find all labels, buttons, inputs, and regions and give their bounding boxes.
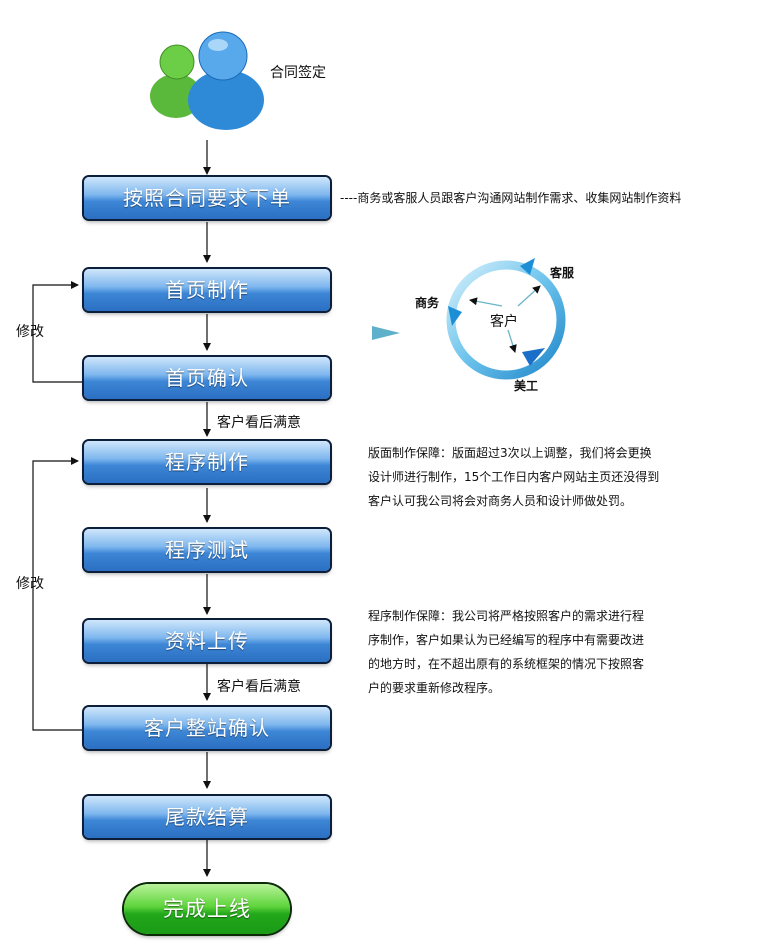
satisfied-label-2: 客户看后满意 <box>217 679 301 695</box>
step-homepage-confirm: 首页确认 <box>84 357 330 399</box>
step-place-order: 按照合同要求下单 <box>84 177 330 219</box>
cycle-center-label: 客户 <box>490 314 518 330</box>
homepage-guarantee-line: 客户认可我公司将会对商务人员和设计师做处罚。 <box>368 494 633 508</box>
contract-label: 合同签定 <box>270 65 326 81</box>
cycle-designer-label: 美工 <box>514 379 539 393</box>
homepage-guarantee-line: 版面制作保障：版面超过3次以上调整，我们将会更换 <box>368 446 652 460</box>
cycle-diagram <box>446 258 566 380</box>
step-go-live: 完成上线 <box>124 884 290 934</box>
program-guarantee-line: 程序制作保障：我公司将严格按照客户的需求进行程 <box>368 609 645 623</box>
cycle-business-label: 商务 <box>415 296 440 310</box>
step-program-development: 程序制作 <box>84 441 330 483</box>
program-modify-label: 修改 <box>16 576 44 592</box>
program-guarantee-line: 序制作，客户如果认为已经编写的程序中有需要改进 <box>368 633 645 647</box>
homepage-guarantee-line: 设计师进行制作，15个工作日内客户网站主页还没得到 <box>368 470 660 484</box>
loop-lines <box>32 281 84 731</box>
users-icon <box>150 31 264 130</box>
program-guarantee-line: 户的要求重新修改程序。 <box>368 681 501 695</box>
step-content-upload: 资料上传 <box>84 620 330 662</box>
cycle-service-label: 客服 <box>550 266 575 280</box>
step-site-confirm: 客户整站确认 <box>84 707 330 749</box>
big-arrow <box>255 326 400 340</box>
program-guarantee-line: 的地方时，在不超出原有的系统框架的情况下按照客 <box>368 657 645 671</box>
order-note: ----商务或客服人员跟客户沟通网站制作需求、收集网站制作资料 <box>340 191 682 205</box>
step-homepage-design: 首页制作 <box>84 269 330 311</box>
step-final-payment: 尾款结算 <box>84 796 330 838</box>
homepage-modify-label: 修改 <box>16 324 44 340</box>
step-program-testing: 程序测试 <box>84 529 330 571</box>
satisfied-label-1: 客户看后满意 <box>217 415 301 431</box>
